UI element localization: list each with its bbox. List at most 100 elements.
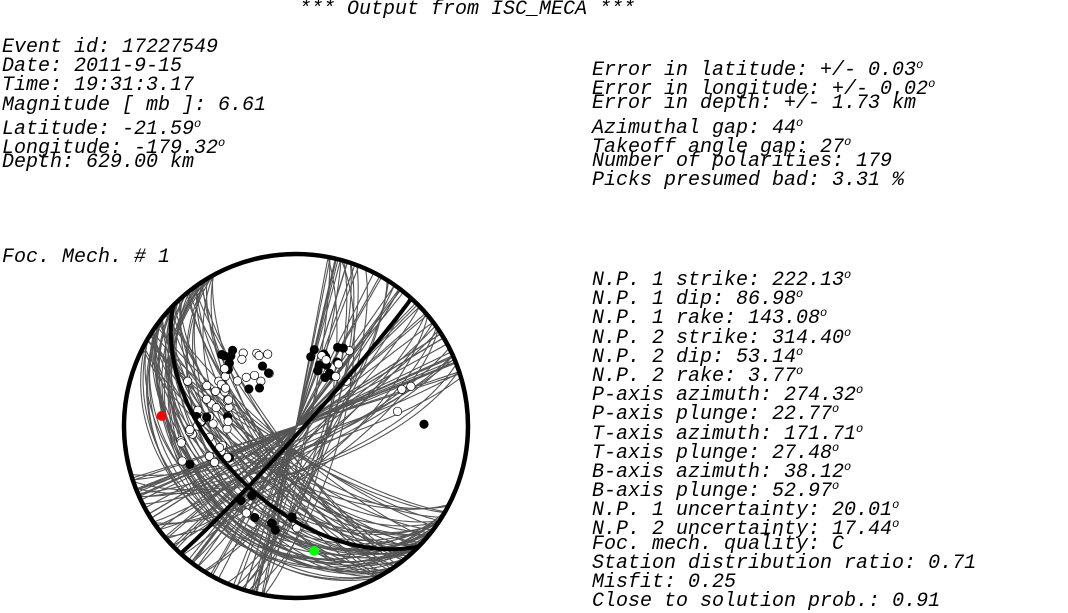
- degree-symbol: o: [844, 325, 852, 340]
- info-line: Azimuthal gap: 44o: [592, 114, 935, 139]
- info-label: Error in longitude:: [592, 78, 833, 102]
- info-line: Magnitude [ mb ]: 6.61: [2, 93, 267, 117]
- degree-symbol: o: [892, 517, 900, 532]
- info-value: 0.71: [928, 551, 977, 575]
- dilatation-marker: [208, 419, 218, 429]
- uncertainty-plane: [205, 278, 386, 574]
- info-label: Close to solution prob.:: [592, 590, 893, 613]
- degree-symbol: o: [796, 344, 804, 359]
- uncertainty-planes: [130, 256, 462, 596]
- info-label: Latitude:: [2, 117, 123, 141]
- info-value: +/- 1.73 km: [784, 92, 917, 116]
- info-value: 629.00 km: [86, 151, 195, 175]
- dilatation-marker: [176, 438, 186, 448]
- uncertainty-plane: [165, 305, 420, 556]
- p-axis-marker: [156, 410, 167, 421]
- dilatation-marker: [204, 451, 214, 461]
- t-axis-marker: [309, 545, 320, 556]
- info-value: 274.32: [784, 384, 857, 408]
- info-label: Depth:: [2, 151, 87, 175]
- info-line: N.P. 1 uncertainty: 20.01o: [592, 496, 976, 521]
- info-line: Picks presumed bad: 3.31 %: [592, 169, 935, 193]
- info-line: N.P. 2 dip: 53.14o: [592, 343, 976, 368]
- uncertainty-plane: [195, 285, 396, 567]
- info-value: 44: [772, 116, 797, 140]
- dilatation-marker: [220, 364, 230, 374]
- compression-marker: [257, 361, 268, 371]
- info-value: 6.61: [218, 93, 267, 117]
- dilatation-marker: [321, 355, 331, 365]
- degree-symbol: o: [194, 116, 202, 131]
- degree-symbol: o: [916, 58, 924, 72]
- degree-symbol: o: [832, 402, 840, 417]
- dilatation-marker: [222, 424, 232, 434]
- degree-symbol: o: [796, 363, 804, 378]
- info-line: N.P. 2 rake: 3.77o: [592, 362, 976, 387]
- info-value: 3.31 %: [832, 169, 905, 193]
- info-value: 52.97: [772, 480, 833, 504]
- info-label: T-axis plunge:: [592, 441, 773, 465]
- info-value: 0.25: [688, 571, 737, 594]
- nodal-plane-2: [168, 305, 420, 552]
- info-line: B-axis plunge: 52.97o: [592, 477, 976, 502]
- dilatation-marker: [333, 359, 343, 369]
- degree-symbol: o: [856, 421, 864, 436]
- uncertainty-plane: [250, 259, 355, 593]
- uncertainty-plane: [139, 355, 454, 498]
- info-value: 0.91: [892, 590, 941, 613]
- dilatation-marker: [331, 371, 341, 382]
- compression-marker: [250, 512, 260, 523]
- uncertainty-plane: [167, 274, 378, 582]
- info-label: N.P. 1 uncertainty:: [592, 499, 833, 523]
- uncertainty-plane: [204, 280, 388, 573]
- nodal-planes: [168, 297, 420, 556]
- info-value: 314.40: [772, 326, 845, 350]
- uncertainty-plane: [241, 262, 352, 590]
- dilatation-marker: [406, 381, 416, 391]
- compression-marker: [217, 350, 227, 360]
- dilatation-marker: [237, 354, 247, 364]
- info-label: Picks presumed bad:: [592, 169, 833, 193]
- dilatation-marker: [177, 456, 187, 466]
- uncertainty-plane: [158, 321, 434, 531]
- dilatation-marker: [241, 508, 251, 518]
- info-line: Date: 2011-9-15: [2, 55, 266, 79]
- info-value: 27: [820, 135, 845, 159]
- compression-marker: [306, 352, 316, 362]
- info-value: 20.01: [832, 499, 893, 523]
- uncertainty-plane: [137, 359, 455, 493]
- stereonet-outline: [121, 251, 471, 601]
- compression-marker: [320, 372, 330, 383]
- dilatation-marker: [241, 372, 251, 382]
- info-value: 143.08: [748, 307, 821, 331]
- info-label: N.P. 2 uncertainty:: [592, 518, 833, 542]
- info-label: Date:: [2, 55, 75, 79]
- info-value: -21.59: [122, 117, 195, 141]
- degree-symbol: o: [820, 306, 828, 321]
- info-label: Longitude:: [2, 136, 135, 160]
- info-value: 3.77: [748, 364, 797, 388]
- dilatation-marker: [397, 384, 407, 394]
- compression-marker: [313, 366, 323, 376]
- info-line: Error in longitude: +/- 0.02o: [592, 75, 935, 100]
- dilatation-marker: [183, 376, 193, 386]
- compression-marker: [185, 459, 195, 469]
- info-label: Number of polarities:: [592, 149, 857, 173]
- info-value: 179: [856, 149, 893, 173]
- info-label: Event id:: [2, 36, 123, 59]
- compression-marker: [202, 412, 212, 422]
- degree-symbol: o: [832, 479, 840, 494]
- info-line: Misfit: 0.25: [592, 571, 976, 594]
- compression-marker: [228, 345, 238, 355]
- info-line: Event id: 17227549: [2, 36, 266, 59]
- uncertainty-plane: [203, 280, 390, 572]
- info-line: Takeoff angle gap: 27o: [592, 133, 935, 158]
- info-label: N.P. 2 rake:: [592, 364, 749, 388]
- uncertainty-plane: [263, 256, 338, 596]
- info-line: N.P. 1 strike: 222.13o: [592, 266, 976, 291]
- info-value: 222.13: [772, 269, 845, 292]
- info-line: Close to solution prob.: 0.91: [592, 590, 976, 613]
- info-label: Foc. mech. quality:: [592, 532, 833, 556]
